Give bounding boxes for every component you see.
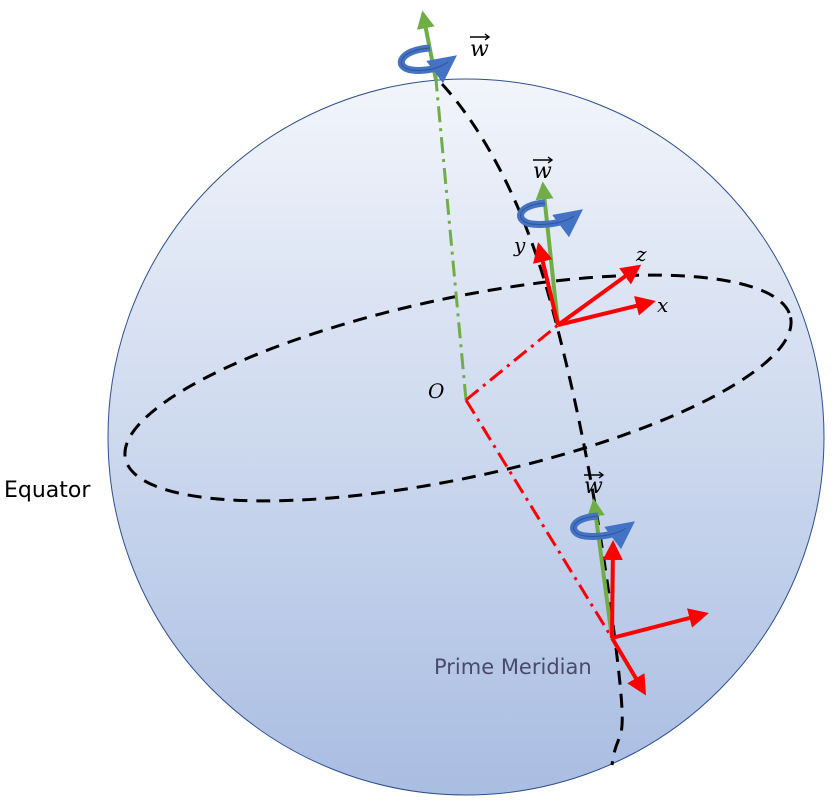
origin-to-bottom-frame-line [464, 399, 614, 639]
top-rotation-icon [398, 44, 457, 84]
equator-label: Equator [4, 478, 91, 503]
bottom-frame-down-axis [610, 636, 647, 696]
equator-line [123, 273, 793, 503]
bottom-frame-up-axis [602, 540, 623, 639]
origin-to-mid-frame-line [465, 323, 559, 402]
axis-z-label: z [635, 242, 647, 266]
omega-bottom-label: w [584, 474, 603, 499]
axis-x-label: x [657, 293, 668, 317]
bottom-rotation-icon [570, 512, 635, 550]
axis-y-label: y [513, 233, 526, 257]
mid-frame-x-axis [557, 296, 656, 327]
polar-axis-dashdot [434, 79, 468, 401]
prime-meridian-label: Prime Meridian [434, 655, 592, 679]
omega-middle-label: w [533, 159, 552, 184]
omega-top-label: w [470, 37, 489, 62]
mid-frame-y-axis [533, 242, 560, 326]
mid-rotation-icon [517, 199, 583, 238]
origin-label: O [428, 379, 444, 403]
sphere [107, 78, 825, 796]
bottom-frame-east-axis [611, 608, 709, 640]
prime-meridian-line [440, 82, 624, 766]
mid-frame-z-axis [556, 264, 642, 327]
bottom-rotation-axis [586, 498, 614, 639]
